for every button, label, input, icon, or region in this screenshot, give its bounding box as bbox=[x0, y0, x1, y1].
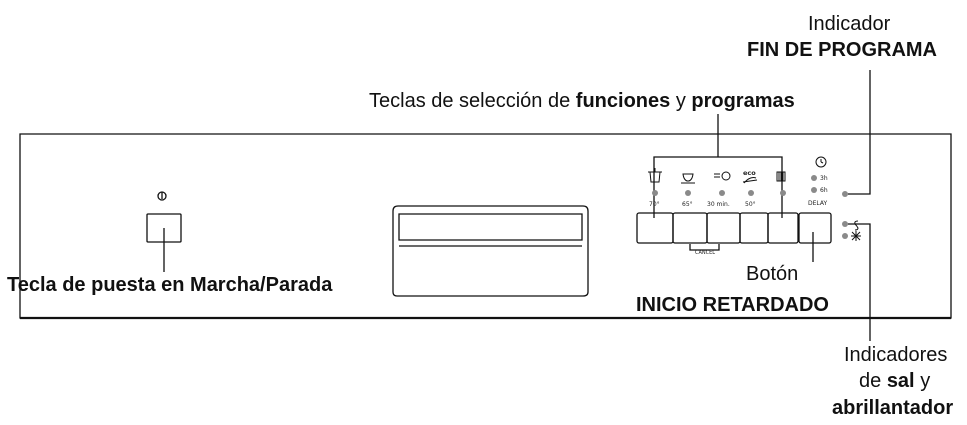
delay-button-title: Botón bbox=[746, 263, 799, 285]
rinse-aid-label: abrillantador bbox=[832, 397, 954, 419]
delay-start-button bbox=[798, 212, 832, 244]
function-button bbox=[767, 212, 799, 244]
door-handle bbox=[392, 205, 589, 297]
delay-button-label: INICIO RETARDADO bbox=[636, 294, 829, 316]
quick-wash-icon bbox=[714, 171, 731, 181]
eco-label: eco bbox=[743, 169, 756, 177]
delay-3h-label: 3h bbox=[820, 175, 828, 182]
salt-word: sal bbox=[886, 370, 915, 392]
program-button-1 bbox=[636, 212, 674, 244]
led-program-4 bbox=[748, 190, 754, 196]
salt-indicators-line2: de sal y bbox=[859, 369, 930, 393]
delay-6h-label: 6h bbox=[820, 187, 828, 194]
end-indicator-title: Indicador bbox=[808, 13, 891, 35]
cup-icon bbox=[681, 173, 695, 184]
salt-y: y bbox=[920, 370, 931, 392]
salt-symbol-icon bbox=[854, 220, 859, 231]
program-button-2 bbox=[672, 212, 708, 244]
selection-keys-functions: funciones bbox=[575, 90, 671, 112]
temp-label-4: 50° bbox=[745, 201, 756, 208]
led-end-of-program bbox=[842, 191, 848, 197]
led-rinse-aid bbox=[842, 233, 848, 239]
door-handle-inner bbox=[398, 213, 583, 241]
led-program-2 bbox=[685, 190, 691, 196]
salt-callout-line bbox=[848, 223, 871, 341]
eco-leaf-icon bbox=[742, 177, 758, 184]
rinse-aid-star-icon bbox=[851, 231, 861, 241]
selection-keys-programs: programas bbox=[691, 90, 795, 112]
led-salt bbox=[842, 221, 848, 227]
salt-de: de bbox=[859, 370, 882, 392]
led-program-1 bbox=[652, 190, 658, 196]
end-indicator-label: FIN DE PROGRAMA bbox=[747, 39, 937, 61]
temp-label-1: 70° bbox=[649, 201, 660, 208]
led-program-3 bbox=[719, 190, 725, 196]
led-delay-6h bbox=[811, 187, 817, 193]
power-key-label: Tecla de puesta en Marcha/Parada bbox=[7, 274, 333, 296]
clock-icon bbox=[815, 156, 827, 168]
cancel-label: CANCEL bbox=[695, 250, 715, 256]
temp-label-3: 30 min. bbox=[707, 201, 730, 208]
half-load-icon bbox=[776, 171, 786, 182]
program-button-4 bbox=[739, 212, 769, 244]
panel-outline bbox=[19, 133, 952, 319]
pot-icon bbox=[648, 168, 662, 183]
program-button-3 bbox=[706, 212, 741, 244]
cancel-bracket bbox=[689, 244, 720, 251]
delay-label: DELAY bbox=[808, 200, 828, 207]
selection-keys-label: Teclas de selección de funciones y progr… bbox=[369, 89, 795, 113]
leds bbox=[652, 175, 848, 239]
temp-label-2: 65° bbox=[682, 201, 693, 208]
salt-indicators-title: Indicadores bbox=[844, 344, 948, 366]
led-delay-3h bbox=[811, 175, 817, 181]
selection-keys-pre: Teclas de selección de bbox=[369, 90, 571, 112]
end-indicator-callout-line bbox=[848, 70, 871, 195]
selection-keys-bracket bbox=[653, 156, 783, 218]
led-function bbox=[780, 190, 786, 196]
selection-keys-and: y bbox=[675, 90, 686, 112]
